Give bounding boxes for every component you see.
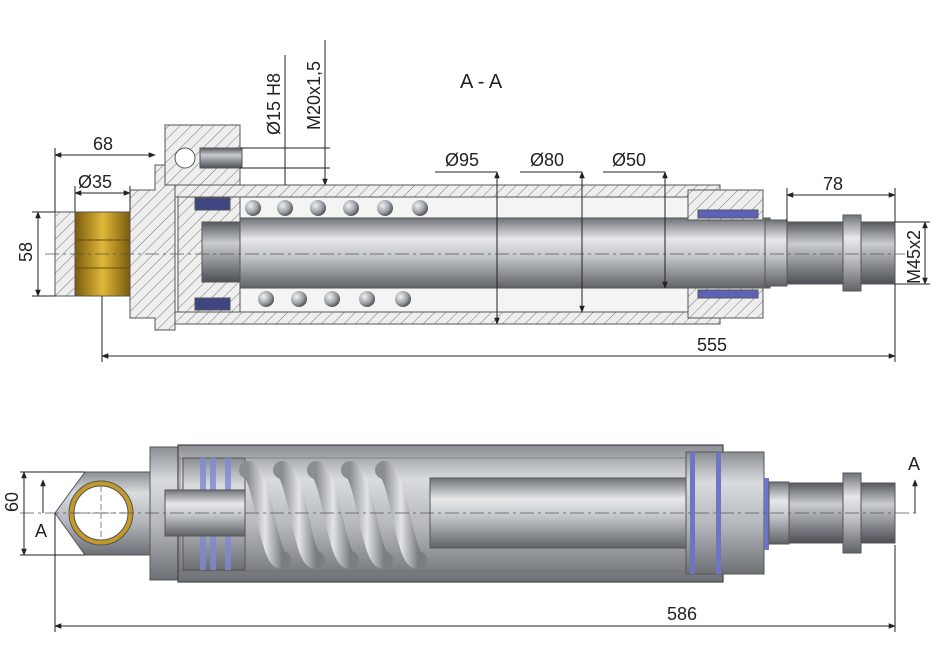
dimensions-top: Ø15 H8 M20x1,5 68 Ø35 58 Ø95 Ø80 Ø50 [16, 40, 930, 362]
dim-bore-pin: Ø15 H8 [264, 73, 284, 135]
rod-thread [786, 221, 896, 285]
piston-seal-bottom [194, 297, 231, 311]
dim-closed-length: 555 [697, 335, 727, 355]
spring-section-top [245, 200, 428, 216]
dim-eye-bore: Ø35 [78, 172, 112, 192]
dimensions-bottom: 60 586 [2, 471, 896, 632]
dim-rod-thread: M45x2 [904, 230, 924, 284]
dim-eye-offset: 68 [93, 134, 113, 154]
tube-wall-bottom [174, 311, 721, 325]
spring-section-bottom [258, 291, 411, 307]
section-title: A - A [460, 71, 503, 93]
dim-tube-inner: Ø80 [530, 150, 564, 170]
dim-rod: Ø50 [612, 150, 646, 170]
port-hole [174, 147, 196, 169]
end-cap [129, 164, 176, 331]
rod-shoulder [764, 219, 788, 287]
piston-seal-top [194, 197, 231, 211]
rod-thread-inner [201, 221, 243, 283]
spring-coils [239, 461, 427, 569]
gland-seal-bottom [697, 289, 759, 299]
gland-seal-top [697, 209, 759, 219]
rod-nut [842, 214, 862, 292]
dim-port-thread: M20x1,5 [304, 61, 324, 130]
piston-rod [239, 217, 771, 289]
section-marker-left: A [35, 521, 47, 541]
dim-eye-height: 58 [16, 242, 36, 262]
dim-thread-length: 78 [823, 174, 843, 194]
dim-eye-width: 60 [2, 492, 22, 512]
port-fitting [199, 147, 243, 169]
dim-tube-outer: Ø95 [445, 150, 479, 170]
tube-wall-top [174, 184, 721, 198]
section-marker-right: A [908, 454, 920, 474]
external-view [20, 444, 920, 583]
dim-overall-length: 586 [667, 604, 697, 624]
